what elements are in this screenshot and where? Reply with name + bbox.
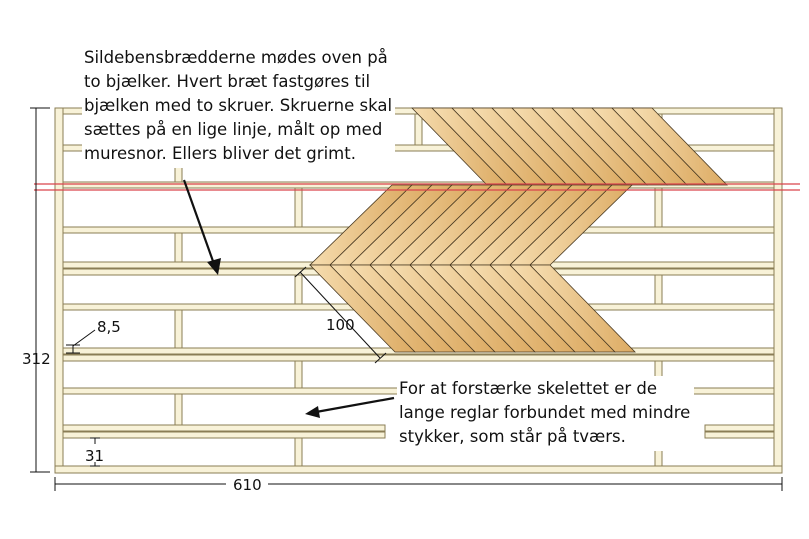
bottom-annotation-line: lange reglar forbundet med mindre	[399, 403, 691, 422]
board-length-dimension-tick	[374, 352, 387, 364]
callout-arrows	[182, 179, 395, 418]
bottom-callout-arrow-shaft	[315, 396, 395, 414]
herringbone-board	[529, 264, 636, 353]
horizontal-rail	[704, 431, 775, 439]
board-length-dimension-line	[299, 271, 381, 359]
cross-block	[174, 309, 183, 349]
cross-block	[294, 360, 303, 389]
beam-gap-label: 31	[85, 447, 104, 465]
cross-block	[414, 113, 423, 146]
cross-block	[174, 232, 183, 263]
top-annotation: Sildebensbrædderne mødes oven på to bjæl…	[82, 45, 396, 168]
cross-block	[294, 437, 303, 467]
top-annotation-line: muresnor. Ellers bliver det grimt.	[84, 144, 356, 163]
board-length-dimension-tick	[294, 266, 307, 278]
top-callout-arrowhead	[207, 258, 221, 275]
bottom-annotation-line: stykker, som står på tværs.	[399, 427, 626, 446]
height-label: 312	[22, 350, 51, 368]
top-annotation-line: Sildebensbrædderne mødes oven på	[84, 48, 388, 67]
right-post	[773, 107, 783, 473]
bottom-annotation: For at forstærke skelettet er de lange r…	[397, 376, 695, 451]
cross-block	[174, 393, 183, 426]
top-annotation-line: bjælken med to skruer. Skruerne skal	[84, 96, 393, 115]
width-label: 610	[233, 476, 262, 494]
cross-block	[294, 274, 303, 305]
horizontal-rail	[704, 424, 775, 432]
string-lines	[34, 183, 800, 191]
herringbone-board	[631, 107, 728, 186]
top-callout-arrow-shaft	[182, 179, 216, 265]
top-annotation-line: sættes på en lige linje, målt op med	[84, 120, 383, 139]
cross-block	[654, 187, 663, 228]
bottom-annotation-line: For at forstærke skelettet er de	[399, 379, 658, 398]
horizontal-rail	[62, 431, 386, 439]
cross-block	[654, 274, 663, 305]
left-post	[54, 107, 64, 473]
cross-block	[294, 187, 303, 228]
board-length-label: 100	[326, 316, 355, 334]
herringbone-boards	[309, 107, 728, 353]
top-annotation-line: to bjælker. Hvert bræt fastgøres til	[84, 72, 371, 91]
bottom-plate	[54, 465, 783, 474]
beam-thickness-label: 8,5	[97, 318, 121, 336]
horizontal-rail	[62, 354, 775, 362]
horizontal-rail	[62, 424, 386, 432]
dimension-lines	[30, 107, 783, 491]
bottom-callout-arrowhead	[305, 406, 320, 418]
beam-thickness-leader	[72, 329, 96, 347]
